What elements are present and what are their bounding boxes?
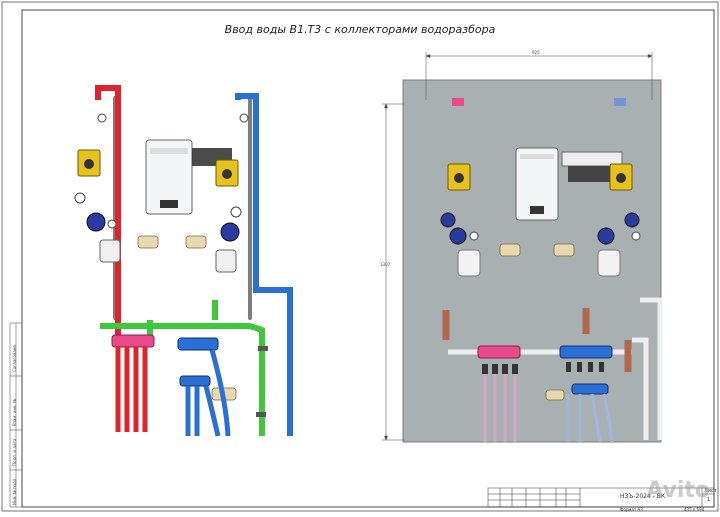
watermark: Avito (646, 478, 710, 503)
manifold-icon (477, 345, 521, 442)
sheet-label: Лист (704, 488, 717, 494)
pump-icon (86, 212, 240, 273)
meter-icon (74, 113, 249, 229)
sheet-format: Формат А3 (620, 507, 643, 512)
side-label-replaced: Взам. инв. № (12, 398, 17, 426)
isometric-view (74, 85, 293, 437)
boiler-icon (145, 139, 232, 215)
side-label-inventory: Инв. № подл. (12, 477, 17, 505)
sheet-size: 435 х 594 (684, 507, 705, 512)
side-label-agreed: Согласовано (12, 345, 17, 372)
title-block (487, 487, 715, 508)
pump-icon (440, 212, 640, 277)
boiler-icon (515, 147, 623, 221)
manifold-icon (559, 345, 614, 443)
dimension-height: 1307 (380, 262, 391, 267)
valve-icon (447, 163, 633, 191)
inner-border (21, 9, 715, 508)
side-stamp (9, 322, 23, 508)
manifold-icon (177, 337, 231, 437)
front-view (382, 52, 663, 443)
meter-icon (469, 231, 641, 241)
manifold-icon (111, 334, 155, 432)
side-label-signature: Подп. и дата (12, 438, 17, 466)
sheet-number: 1 (707, 497, 711, 503)
dimension-width: 925 (532, 50, 540, 55)
dimension-lines (382, 52, 653, 441)
page-title: Ввод воды В1.Т3 с коллекторами водоразбо… (224, 23, 496, 36)
valve-icon (77, 149, 239, 187)
doc-code: НЗЪ-2024 - ВК (620, 493, 666, 500)
